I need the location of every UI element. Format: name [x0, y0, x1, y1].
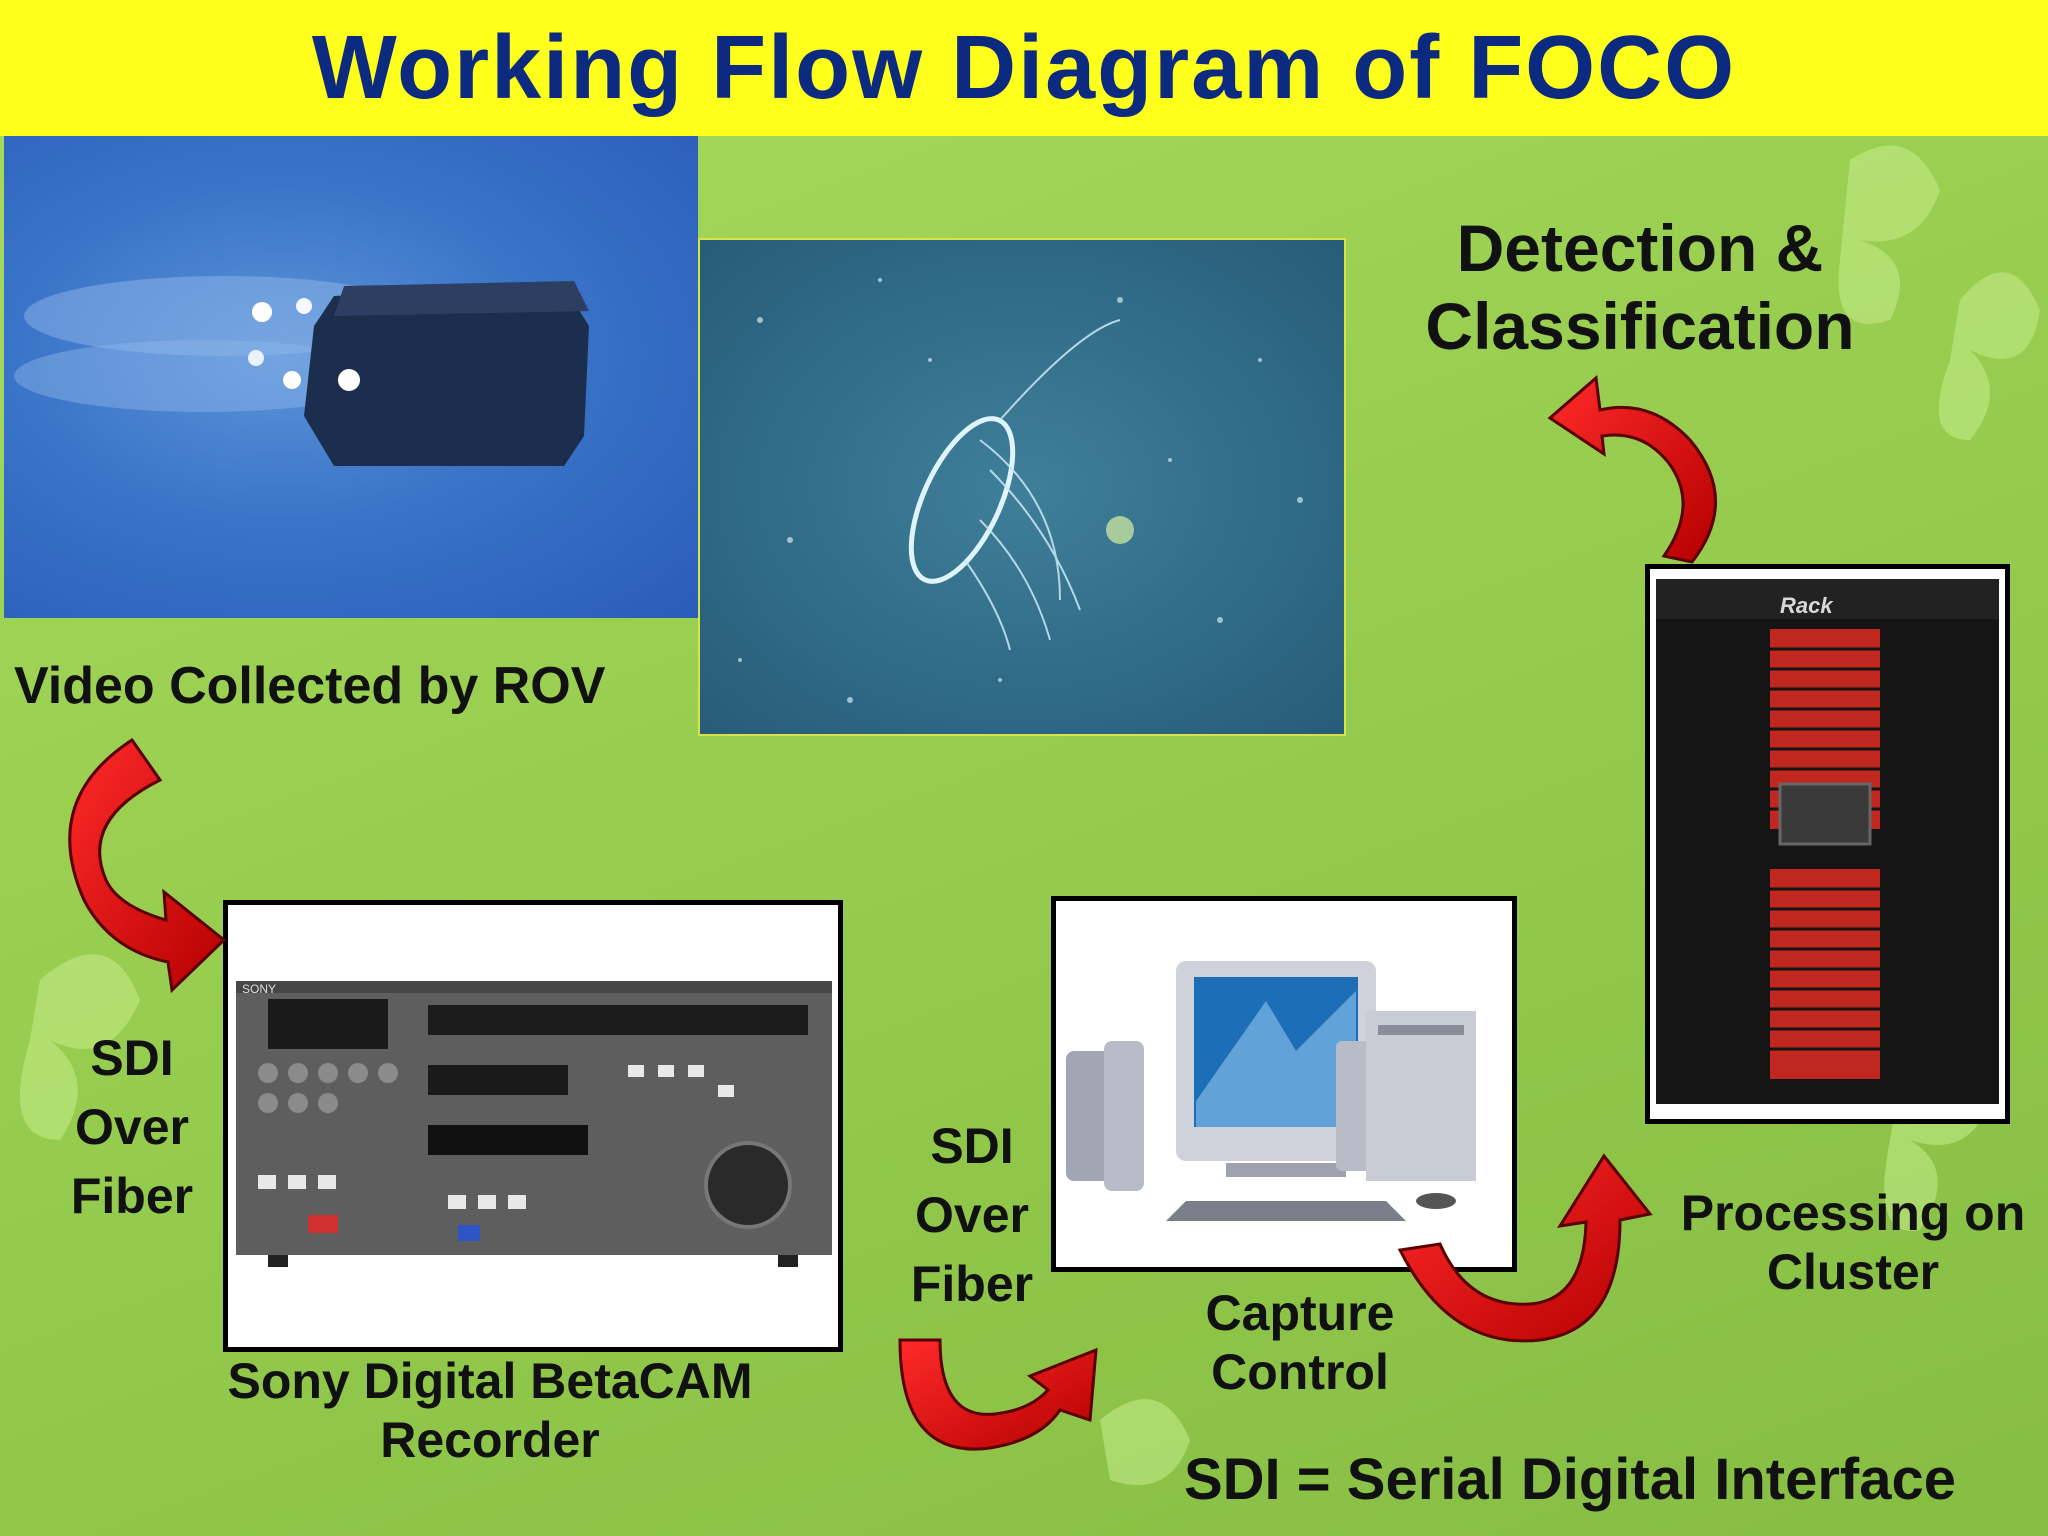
footnote-sdi-definition: SDI = Serial Digital Interface: [1183, 1447, 1956, 1512]
label-capture-control: Capture Control: [1205, 1285, 1395, 1400]
title-bar: Working Flow Diagram of FOCO: [0, 0, 2048, 136]
rack-cluster-image: Rack: [1645, 564, 2010, 1124]
butterfly-shape: [20, 954, 140, 1140]
jellyfish-video-frame: [698, 238, 1346, 736]
rov-video-image: [4, 136, 698, 618]
label-video-collected: Video Collected by ROV: [14, 657, 606, 715]
server-rack-icon: Rack: [1656, 579, 1999, 1104]
jellyfish-icon: [738, 278, 1303, 703]
label-betacam-recorder: Sony Digital BetaCAM Recorder: [227, 1353, 753, 1468]
butterfly-shape: [1100, 1399, 1190, 1485]
label-sdi-over-fiber-2: SDI Over Fiber: [910, 1118, 1034, 1312]
recorder-brand: SONY: [242, 982, 276, 996]
label-detection-classification: Detection & Classification: [1425, 211, 1855, 363]
capture-computer-image: [1051, 896, 1517, 1272]
butterfly-shape: [1838, 145, 1940, 324]
label-sdi-over-fiber-1: SDI Over Fiber: [70, 1030, 194, 1224]
arrow-cluster-to-detection: [1547, 375, 1717, 564]
butterfly-shape: [1938, 272, 2040, 440]
recorder-image: SONY: [223, 900, 843, 1352]
label-processing-cluster: Processing on Cluster: [1680, 1185, 2026, 1300]
arrow-fiber-to-capture: [898, 1338, 1098, 1451]
arrow-capture-to-cluster: [1397, 1153, 1653, 1343]
rov-vehicle-icon: [14, 276, 589, 466]
vcr-recorder-icon: SONY: [236, 981, 832, 1267]
arrow-rov-to-recorder: [68, 737, 227, 994]
desktop-computer-icon: [1066, 961, 1476, 1221]
page-title: Working Flow Diagram of FOCO: [311, 17, 1737, 118]
rack-brand: Rack: [1780, 593, 1834, 618]
